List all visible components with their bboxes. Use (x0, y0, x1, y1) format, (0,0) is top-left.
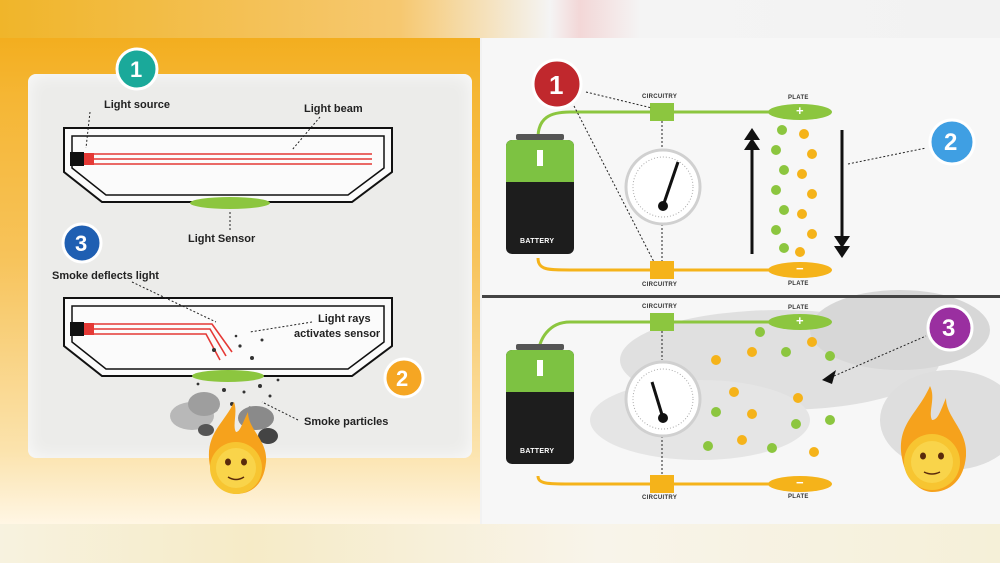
upper-chamber (63, 111, 393, 232)
left-badge-1 (115, 47, 159, 91)
smoke-deflects-label: Smoke deflects light (52, 270, 159, 282)
up-arrow-icon (744, 128, 760, 254)
circuitry-label-top-bottom: CIRCUITRY (642, 282, 678, 288)
light-source-label: Light source (104, 99, 171, 111)
light-rays-label: Light rays (318, 313, 371, 325)
plate-label-top: PLATE (788, 95, 809, 101)
right-badge-2-number: 2 (944, 129, 958, 156)
gauge-icon-2 (624, 360, 702, 438)
circuitry-label-top: CIRCUITRY (642, 94, 678, 100)
light-beam (94, 153, 372, 165)
left-badge-2 (383, 357, 425, 399)
light-sensor-label: Light Sensor (188, 233, 256, 245)
light-beam-label: Light beam (304, 103, 363, 115)
minus-sign-top: − (796, 261, 804, 276)
plate-label-bottom: PLATE (788, 305, 809, 311)
down-arrow-icon (834, 130, 850, 258)
light-source-icon (70, 152, 84, 166)
left-badge-2-number: 2 (396, 366, 409, 391)
top-circuit (506, 91, 927, 279)
lower-chamber (63, 281, 393, 494)
right-badge-2 (928, 118, 976, 166)
fire-icon (208, 402, 267, 494)
bottom-blur-strip (0, 524, 1000, 563)
minus-sign-bottom: − (796, 475, 804, 490)
battery-label-bottom: BATTERY (520, 448, 555, 455)
right-badge-1 (531, 58, 583, 110)
bottom-circuit (506, 313, 967, 493)
plus-sign-bottom: + (796, 313, 804, 328)
right-badge-1-number: 1 (549, 70, 564, 100)
negative-plate (768, 262, 832, 278)
battery-icon-2 (506, 344, 574, 464)
smoke-cloud-icon (170, 392, 278, 444)
top-blur-strip (0, 0, 1000, 38)
smoke-particles-label: Smoke particles (304, 416, 389, 428)
scattered-ions (703, 327, 835, 457)
left-badge-3-number: 3 (75, 231, 88, 256)
left-badge-3 (61, 222, 103, 264)
left-badge-1-number: 1 (130, 57, 143, 82)
positive-plate (768, 104, 832, 120)
battery-icon (506, 134, 574, 254)
right-badge-3-number: 3 (942, 315, 956, 342)
circuitry-label-bottom: CIRCUITRY (642, 304, 678, 310)
plate-label-top-bottom: PLATE (788, 281, 809, 287)
right-badge-3 (926, 304, 974, 352)
battery-label-top: BATTERY (520, 238, 555, 245)
circuitry-label-bottom-bottom: CIRCUITRY (642, 495, 678, 501)
gauge-icon (624, 148, 702, 226)
ion-particles (771, 125, 817, 257)
plate-label-bottom-bottom: PLATE (788, 494, 809, 500)
fire-icon-2 (900, 386, 967, 492)
activates-sensor-label: activates sensor (294, 328, 381, 340)
plus-sign-top: + (796, 103, 804, 118)
light-sensor-icon (190, 197, 270, 209)
